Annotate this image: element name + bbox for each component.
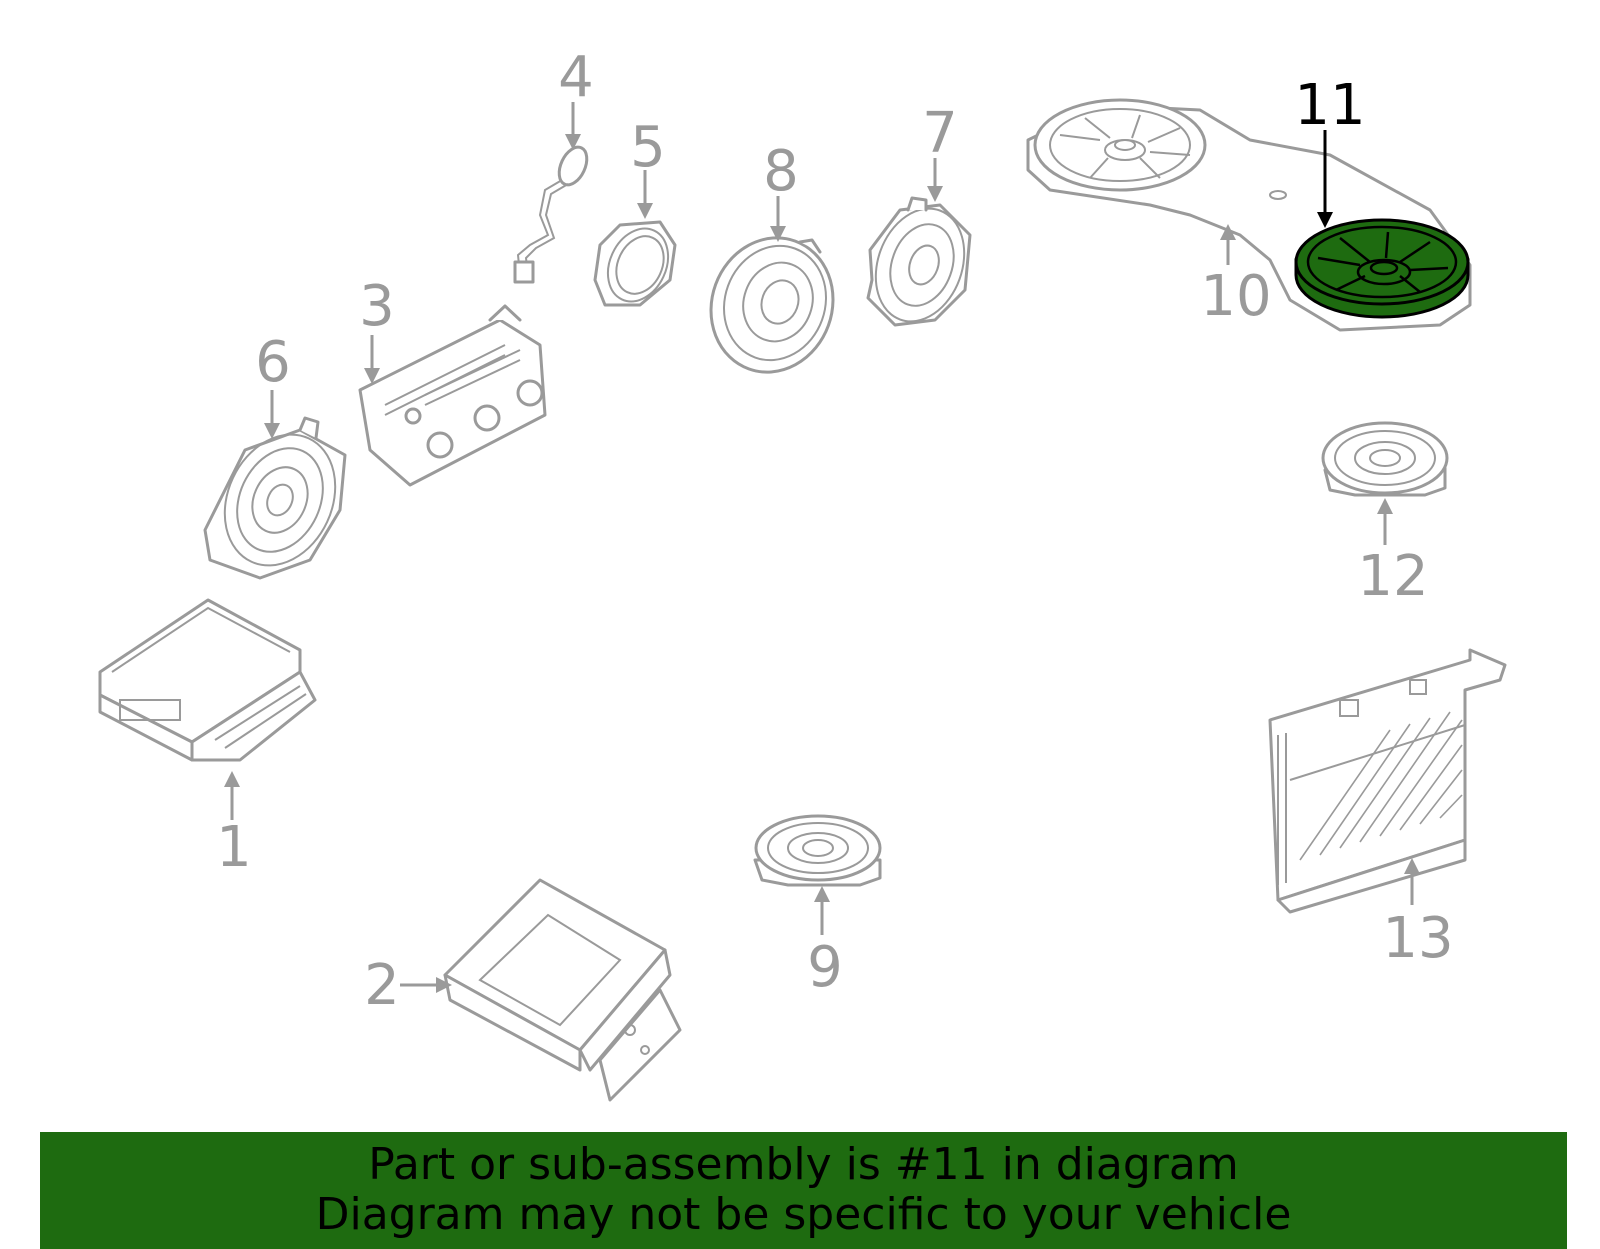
callout-10[interactable]: 10 bbox=[1200, 264, 1271, 329]
part-8-speaker[interactable] bbox=[692, 221, 851, 390]
part-13-amplifier-bracket[interactable] bbox=[1268, 648, 1507, 914]
callout-2[interactable]: 2 bbox=[364, 953, 400, 1018]
part-2-control-module[interactable] bbox=[443, 878, 682, 1102]
part-7-speaker[interactable] bbox=[861, 196, 980, 334]
callout-8[interactable]: 8 bbox=[763, 139, 799, 204]
callout-labels: 1 2 3 4 5 6 7 8 9 10 11 12 13 bbox=[216, 45, 1453, 1018]
callout-7[interactable]: 7 bbox=[922, 101, 958, 166]
part-6-door-speaker[interactable] bbox=[203, 416, 356, 583]
callout-12[interactable]: 12 bbox=[1357, 544, 1428, 609]
banner-line-part: Part or sub-assembly is #11 in diagram bbox=[368, 1139, 1239, 1190]
callout-6[interactable]: 6 bbox=[255, 330, 291, 395]
part-1-amplifier[interactable] bbox=[98, 598, 317, 762]
part-5-tweeter[interactable] bbox=[593, 219, 679, 312]
callout-9[interactable]: 9 bbox=[807, 935, 843, 1000]
part-12-speaker[interactable] bbox=[1321, 421, 1449, 497]
banner-line-disclaimer: Diagram may not be specific to your vehi… bbox=[315, 1189, 1292, 1240]
info-banner: Part or sub-assembly is #11 in diagram D… bbox=[40, 1132, 1567, 1249]
callout-4[interactable]: 4 bbox=[558, 45, 594, 110]
callout-1[interactable]: 1 bbox=[216, 815, 252, 880]
callout-13[interactable]: 13 bbox=[1382, 906, 1453, 971]
callout-arrows bbox=[224, 102, 1420, 993]
part-9-speaker[interactable] bbox=[753, 814, 882, 887]
part-4-sensor-cable[interactable] bbox=[513, 143, 592, 284]
callout-3[interactable]: 3 bbox=[359, 274, 395, 339]
callout-5[interactable]: 5 bbox=[630, 115, 666, 180]
part-11-subwoofer-speaker[interactable] bbox=[1294, 218, 1470, 319]
part-3-radio-panel[interactable] bbox=[358, 304, 547, 487]
callout-11[interactable]: 11 bbox=[1294, 73, 1365, 138]
